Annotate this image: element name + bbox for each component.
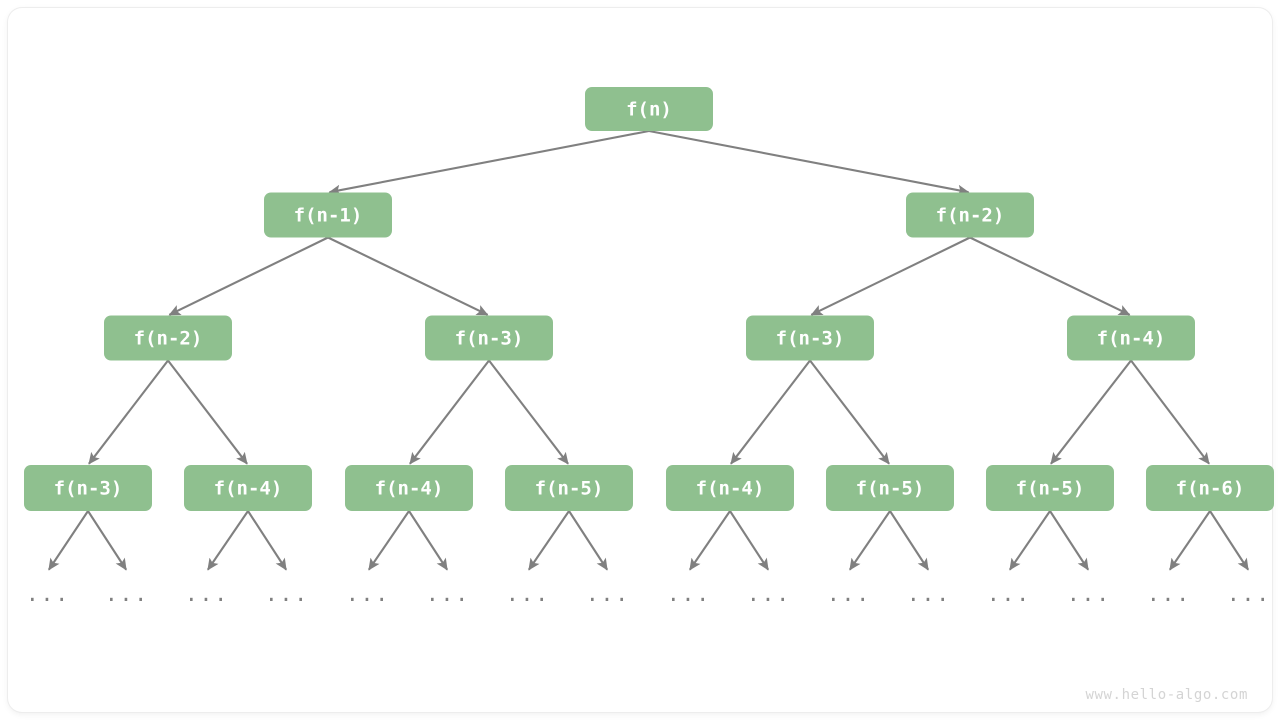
tree-node-box — [666, 465, 794, 511]
tree-edge — [327, 236, 489, 316]
ellipsis-marker: ... — [105, 582, 149, 606]
ellipsis-marker: ... — [1147, 582, 1191, 606]
tree-node-box — [24, 465, 152, 511]
tree-edge — [527, 510, 570, 571]
tree-node-box — [1067, 315, 1195, 361]
tree-edge — [809, 359, 890, 465]
tree-node[interactable]: f(n-4) — [666, 465, 794, 511]
tree-edge — [1050, 359, 1132, 465]
tree-edge — [688, 510, 731, 571]
tree-edge — [730, 359, 811, 465]
ellipsis-marker: ... — [1067, 582, 1111, 606]
tree-edge — [168, 236, 329, 316]
tree-node-box — [1146, 465, 1274, 511]
tree-edge — [568, 510, 609, 571]
tree-node-label: f(n-3) — [54, 478, 123, 500]
tree-node[interactable]: f(n-5) — [505, 465, 633, 511]
tree-node-label: f(n-4) — [375, 478, 444, 500]
ellipsis-marker: ... — [346, 582, 390, 606]
ellipsis-marker: ... — [506, 582, 550, 606]
tree-edge — [488, 359, 569, 465]
tree-node[interactable]: f(n-4) — [184, 465, 312, 511]
tree-node-box — [746, 315, 874, 361]
tree-edge — [47, 510, 89, 571]
ellipsis-marker: ... — [987, 582, 1031, 606]
tree-node-box — [425, 315, 553, 361]
tree-node[interactable]: f(n-4) — [1067, 315, 1195, 361]
tree-edge — [1008, 510, 1051, 571]
tree-edge — [889, 510, 930, 571]
tree-edge — [1049, 510, 1090, 571]
tree-node-label: f(n-2) — [134, 328, 203, 350]
tree-node-label: f(n-4) — [1097, 328, 1166, 350]
tree-node-box — [345, 465, 473, 511]
tree-node-box — [826, 465, 954, 511]
edges-layer — [47, 129, 1250, 571]
tree-edge — [1209, 510, 1250, 571]
tree-node-label: f(n-3) — [455, 328, 524, 350]
tree-node-label: f(n-5) — [856, 478, 925, 500]
tree-node-box — [585, 87, 713, 131]
tree-edge — [1130, 359, 1210, 465]
tree-node-label: f(n) — [626, 99, 672, 121]
tree-edge — [408, 510, 449, 571]
tree-edge — [1168, 510, 1211, 571]
diagram-frame: f(n) f(n-1) f(n-2) f(n-2) f(n-3) f(n-3) f(n-4)… — [8, 8, 1274, 712]
nodes-layer: f(n) f(n-1) f(n-2) f(n-2) f(n-3) f(n-3) f(n-4)… — [24, 87, 1274, 511]
ellipsis-marker: ... — [827, 582, 871, 606]
ellipsis-marker: ... — [426, 582, 470, 606]
tree-edge — [848, 510, 891, 571]
ellipsis-marker: ... — [747, 582, 791, 606]
ellipsis-marker: ... — [185, 582, 229, 606]
tree-node[interactable]: f(n-3) — [24, 465, 152, 511]
ellipses-layer: ........................................… — [26, 582, 1271, 606]
tree-edge — [167, 359, 248, 465]
tree-node-label: f(n-2) — [936, 205, 1005, 227]
recursion-tree-diagram: f(n) f(n-1) f(n-2) f(n-2) f(n-3) f(n-3) f(n-4)… — [24, 87, 1274, 703]
tree-edge — [247, 510, 288, 571]
tree-node-box — [986, 465, 1114, 511]
tree-node-box — [505, 465, 633, 511]
tree-node[interactable]: f(n) — [585, 87, 713, 131]
tree-edge — [206, 510, 249, 571]
tree-node[interactable]: f(n-6) — [1146, 465, 1274, 511]
tree-edge — [88, 359, 169, 465]
tree-node-label: f(n-1) — [294, 205, 363, 227]
tree-edge — [328, 129, 650, 196]
tree-node[interactable]: f(n-3) — [425, 315, 553, 361]
tree-node[interactable]: f(n-3) — [746, 315, 874, 361]
tree-edge — [810, 236, 971, 316]
tree-node[interactable]: f(n-4) — [345, 465, 473, 511]
ellipsis-marker: ... — [26, 582, 70, 606]
tree-node-box — [184, 465, 312, 511]
tree-node-label: f(n-5) — [1016, 478, 1085, 500]
tree-node[interactable]: f(n-1) — [264, 192, 392, 238]
tree-node-label: f(n-6) — [1176, 478, 1245, 500]
tree-node[interactable]: f(n-2) — [906, 192, 1034, 238]
tree-node-label: f(n-4) — [214, 478, 283, 500]
tree-edge — [648, 129, 970, 196]
tree-edge — [409, 359, 490, 465]
tree-node-box — [906, 192, 1034, 238]
tree-node[interactable]: f(n-5) — [986, 465, 1114, 511]
tree-edge — [87, 510, 128, 571]
tree-node-label: f(n-4) — [696, 478, 765, 500]
ellipsis-marker: ... — [1227, 582, 1271, 606]
tree-node[interactable]: f(n-5) — [826, 465, 954, 511]
ellipsis-marker: ... — [265, 582, 309, 606]
tree-edge — [969, 236, 1131, 316]
tree-node-label: f(n-5) — [535, 478, 604, 500]
ellipsis-marker: ... — [586, 582, 630, 606]
ellipsis-marker: ... — [667, 582, 711, 606]
tree-edge — [367, 510, 410, 571]
tree-node-label: f(n-3) — [776, 328, 845, 350]
tree-node-box — [104, 315, 232, 361]
ellipsis-marker: ... — [907, 582, 951, 606]
tree-edge — [729, 510, 770, 571]
tree-node[interactable]: f(n-2) — [104, 315, 232, 361]
watermark: www.hello-algo.com — [1085, 687, 1248, 703]
tree-node-box — [264, 192, 392, 238]
